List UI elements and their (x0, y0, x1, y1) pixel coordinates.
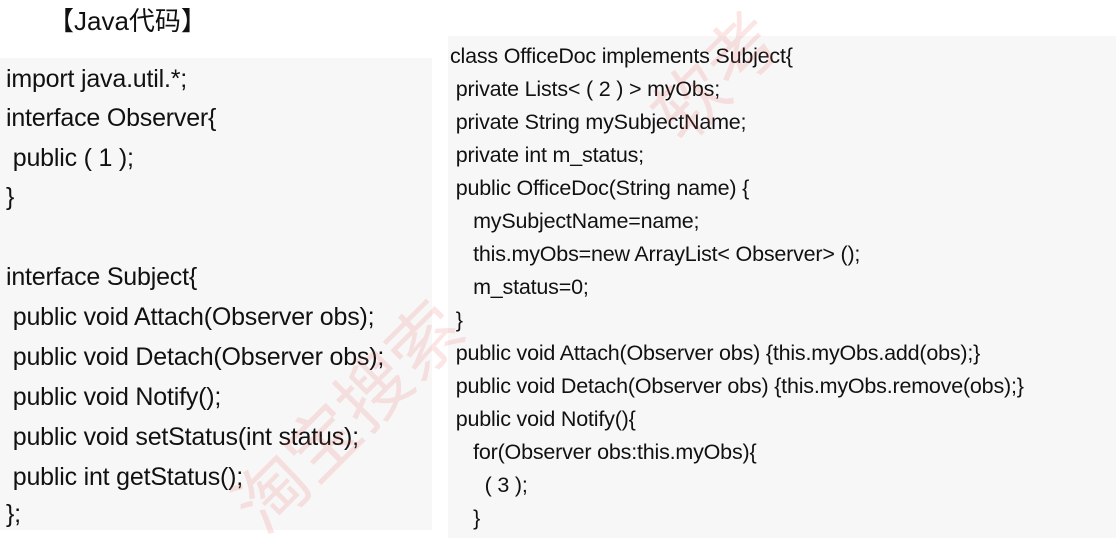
code-line: public ( 1 ); (6, 144, 134, 172)
code-line: class OfficeDoc implements Subject{ (450, 44, 793, 68)
code-line: public void Attach(Observer obs); (6, 303, 375, 331)
code-line: } (450, 308, 463, 332)
code-line: private int m_status; (450, 143, 644, 167)
code-panel-left: import java.util.*; interface Observer{ … (0, 58, 432, 530)
code-line: public void Detach(Observer obs); (6, 343, 385, 371)
section-heading: 【Java代码】 (48, 6, 207, 36)
code-panel-right: class OfficeDoc implements Subject{ priv… (448, 36, 1116, 538)
code-line: interface Subject{ (6, 263, 197, 291)
code-line: mySubjectName=name; (450, 209, 700, 233)
code-line: import java.util.*; (6, 65, 187, 93)
code-line: } (450, 506, 481, 530)
code-line: public OfficeDoc(String name) { (450, 176, 750, 200)
code-line: private Lists< ( 2 ) > myObs; (450, 77, 721, 101)
code-line: } (6, 183, 15, 211)
code-line: public void Notify(); (6, 383, 222, 411)
code-line: private String mySubjectName; (450, 110, 747, 134)
code-line: public void setStatus(int status); (6, 423, 359, 451)
code-line: m_status=0; (450, 275, 589, 299)
code-line: ( 3 ); (450, 473, 528, 497)
code-line: interface Observer{ (6, 104, 217, 132)
code-line: public void Detach(Observer obs) {this.m… (450, 374, 1024, 398)
code-line: public void Notify(){ (450, 407, 636, 431)
code-line: public int getStatus(); (6, 463, 243, 491)
code-line: for(Observer obs:this.myObs){ (450, 440, 757, 464)
code-line: this.myObs=new ArrayList< Observer> (); (450, 242, 861, 266)
code-line: public void Attach(Observer obs) {this.m… (450, 341, 981, 365)
code-line: }; (6, 500, 21, 528)
